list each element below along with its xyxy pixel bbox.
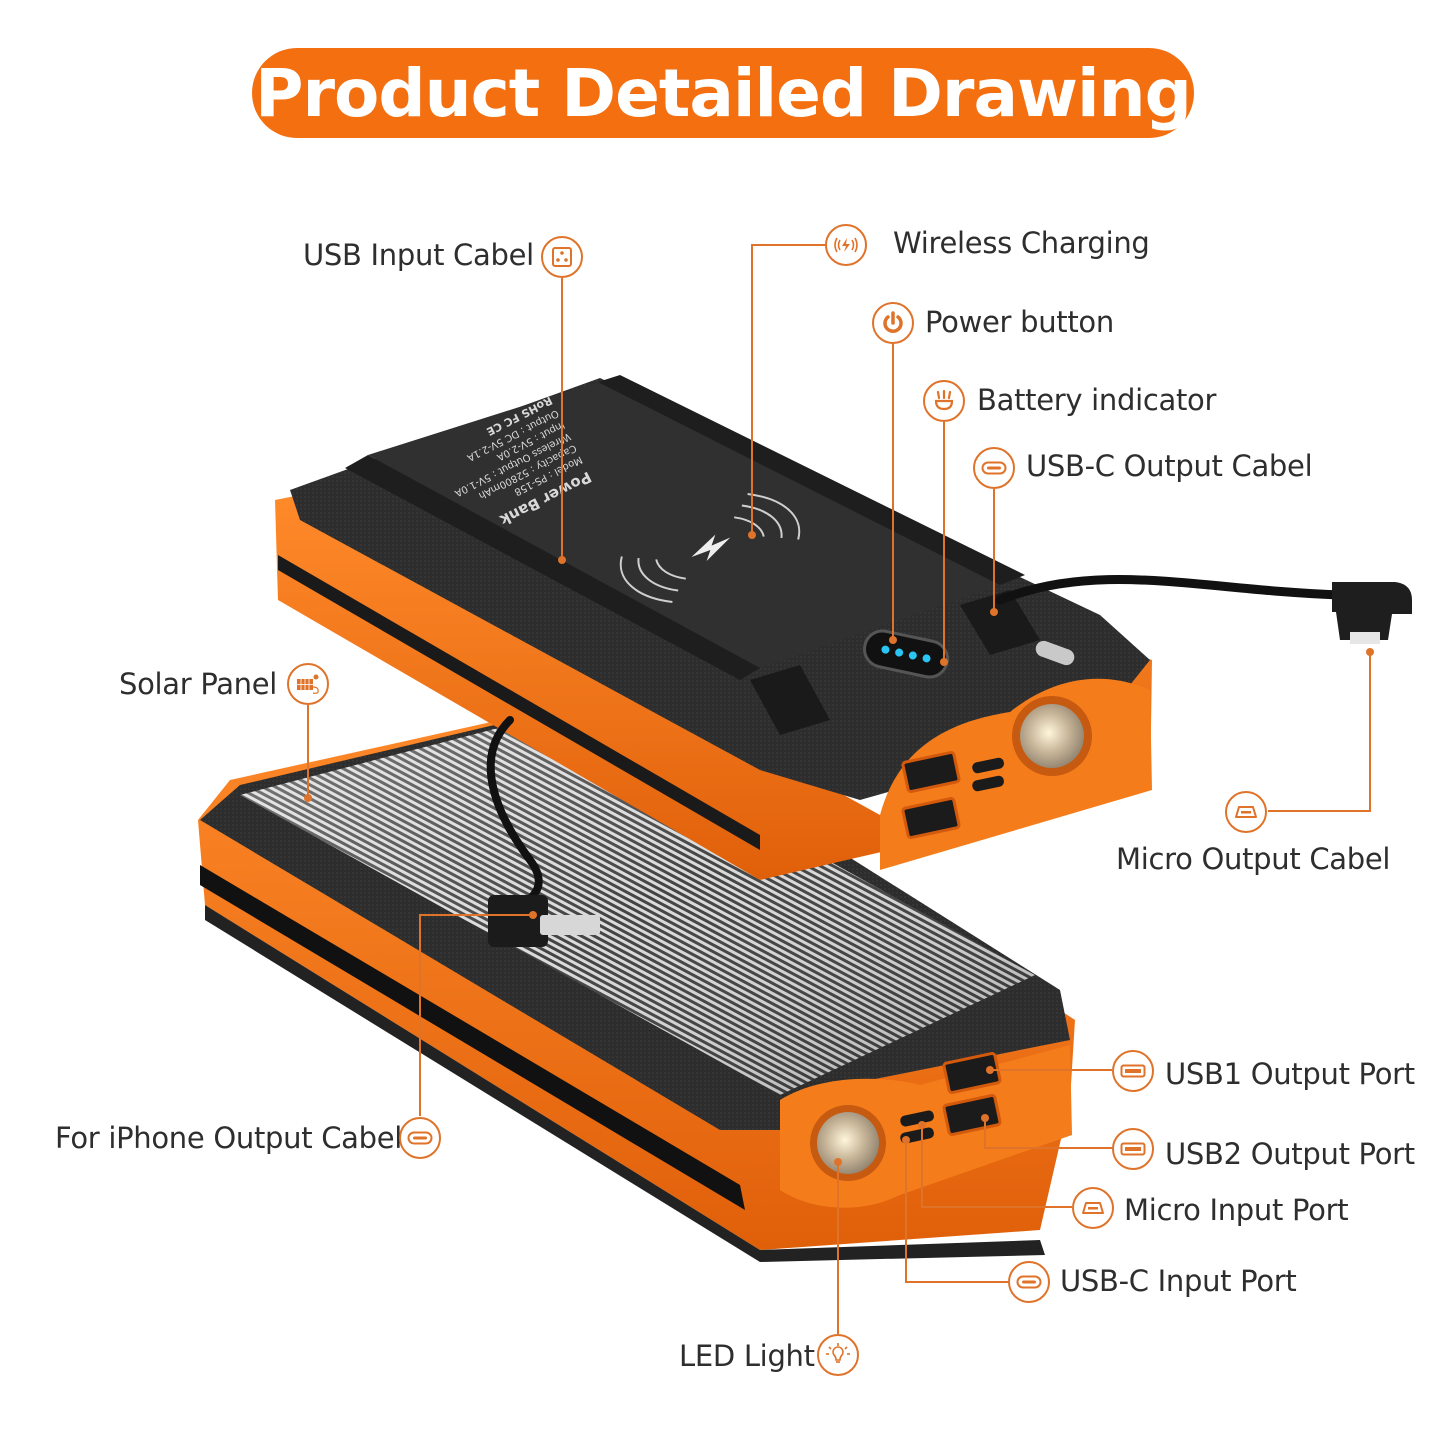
wireless-symbol [619, 493, 801, 603]
label-usb2-output-port: USB2 Output Port [1165, 1137, 1415, 1171]
battery-indicator-display [863, 629, 949, 679]
usb-a-icon [1112, 1050, 1154, 1092]
label-battery-indicator: Battery indicator [977, 383, 1217, 417]
battery-indicator-icon [923, 380, 965, 422]
label-led-light: LED Light [679, 1339, 815, 1373]
label-micro-output-cabel: Micro Output Cabel [1116, 842, 1391, 876]
label-usb-c-output-cabel: USB-C Output Cabel [1026, 449, 1313, 483]
label-for-iphone-output-cabel: For iPhone Output Cabel [55, 1121, 403, 1155]
usb-c-icon [1008, 1261, 1050, 1303]
title-banner: Product Detailed Drawing [252, 48, 1194, 138]
upper-power-bank: Power Bank Model : PS-158 Capacity : 528… [275, 375, 1152, 880]
page-title: Product Detailed Drawing [255, 54, 1192, 132]
micro-usb-icon [1225, 791, 1267, 833]
wireless-charging-icon [825, 224, 867, 266]
lightning-icon [399, 1117, 441, 1159]
anchor-dots [304, 531, 1374, 1166]
lower-power-bank [198, 700, 1075, 1262]
cables [486, 575, 1412, 947]
usb-a-icon [1112, 1128, 1154, 1170]
label-power-button: Power button [925, 305, 1114, 339]
label-usb-c-input-port: USB-C Input Port [1060, 1264, 1297, 1298]
label-usb1-output-port: USB1 Output Port [1165, 1057, 1415, 1091]
label-wireless-charging: Wireless Charging [893, 226, 1150, 260]
usb-c-icon [973, 447, 1015, 489]
lightning-connector [488, 895, 600, 947]
light-bulb-icon [817, 1334, 859, 1376]
leader-lines [307, 244, 1371, 1334]
power-icon [872, 302, 914, 344]
label-micro-input-port: Micro Input Port [1124, 1193, 1349, 1227]
solar-panel-icon [287, 663, 329, 705]
outlet-icon [541, 236, 583, 278]
micro-usb-icon [1072, 1187, 1114, 1229]
label-usb-input-cabel: USB Input Cabel [303, 238, 534, 272]
label-solar-panel: Solar Panel [119, 667, 278, 701]
micro-usb-connector [1332, 582, 1412, 644]
